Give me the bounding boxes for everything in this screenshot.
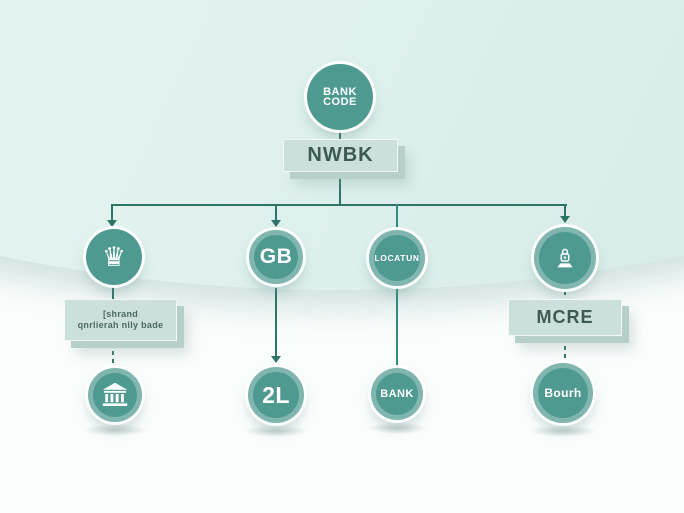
col4-circle-podium <box>534 227 596 289</box>
connector-col1-circle-box <box>112 287 114 299</box>
arrow-down-icon <box>107 220 117 227</box>
podium-lock-icon <box>557 248 573 268</box>
connector-col4-circle-box <box>564 291 566 299</box>
connector-horizontal-bus <box>112 204 567 206</box>
connector-col4-box-bottomcircle <box>564 338 566 362</box>
ground-shadow <box>528 425 598 437</box>
col3-bottom-label: BANK <box>380 388 414 400</box>
col4-box-mcre: MCRE <box>508 299 622 336</box>
col2-bottom-label: 2L <box>262 381 290 408</box>
root-box-nwbk: NWBK <box>283 139 398 172</box>
col1-circle-brand: ♛ <box>86 229 142 285</box>
connector-bus-col1 <box>111 204 113 220</box>
col4-bottom-circle-branch: Bourh <box>533 363 593 423</box>
root-circle-label-line2: CODE <box>323 96 357 108</box>
col3-circle-label: LOCATUN <box>374 253 420 263</box>
connector-bus-col3 <box>396 204 398 232</box>
col1-box-brand-note: [shrand qnrlierah nily bade <box>64 299 177 341</box>
connector-col2-circle-bottomcircle <box>275 288 277 356</box>
arrow-down-icon <box>560 216 570 223</box>
bank-building-icon <box>102 382 128 406</box>
connector-bus-col2 <box>275 204 277 220</box>
chess-queen-icon: ♛ <box>101 241 127 273</box>
col1-box-line1: [shrand <box>102 309 139 319</box>
connector-rootbox-bus <box>339 172 341 205</box>
connector-col3-circle-bottomcircle <box>396 288 398 368</box>
root-circle-bank-code: BANK CODE <box>307 64 373 130</box>
col3-bottom-circle-bank: BANK <box>371 368 423 420</box>
col3-circle-location: LOCATUN <box>369 230 425 286</box>
root-box-label: NWBK <box>307 144 374 166</box>
ground-shadow <box>83 424 147 436</box>
arrow-down-icon <box>271 356 281 363</box>
col2-bottom-circle-2l: 2L <box>248 367 304 423</box>
ground-shadow <box>367 422 427 434</box>
arrow-down-icon <box>271 220 281 227</box>
col2-circle-label: GB <box>259 245 293 268</box>
col1-box-line2: qnrlierah nily bade <box>77 320 164 330</box>
connector-rootcircle-rootbox <box>339 130 341 140</box>
col1-bottom-circle-bank-building <box>88 368 142 422</box>
connector-bus-col4 <box>564 204 566 216</box>
connector-col1-box-bottomcircle <box>112 343 114 367</box>
col4-box-label: MCRE <box>536 307 594 327</box>
col4-bottom-label: Bourh <box>544 386 582 400</box>
col2-circle-gb: GB <box>249 230 303 284</box>
root-circle-label-line1: BANK <box>323 85 357 98</box>
ground-shadow <box>244 425 308 437</box>
